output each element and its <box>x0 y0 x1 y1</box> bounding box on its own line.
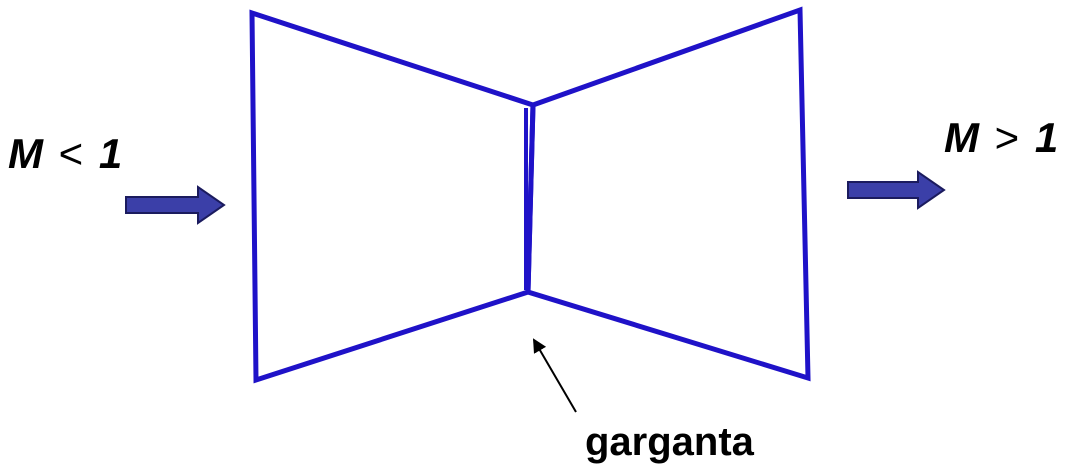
inlet-mach-value: 1 <box>99 130 122 177</box>
converging-section <box>249 9 536 384</box>
inlet-mach-label: M < 1 <box>8 130 122 177</box>
inlet-flow-arrow <box>125 185 226 225</box>
outlet-flow-arrow <box>847 170 946 210</box>
outlet-mach-operator: > <box>995 114 1020 161</box>
outlet-mach-label: M > 1 <box>944 114 1058 161</box>
throat-pointer-arrow <box>532 338 577 413</box>
outlet-mach-variable: M <box>944 114 980 161</box>
inlet-mach-variable: M <box>8 130 44 177</box>
outlet-mach-value: 1 <box>1035 114 1058 161</box>
throat-label: garganta <box>585 420 755 464</box>
inlet-mach-operator: < <box>59 130 84 177</box>
diverging-section <box>525 6 811 382</box>
